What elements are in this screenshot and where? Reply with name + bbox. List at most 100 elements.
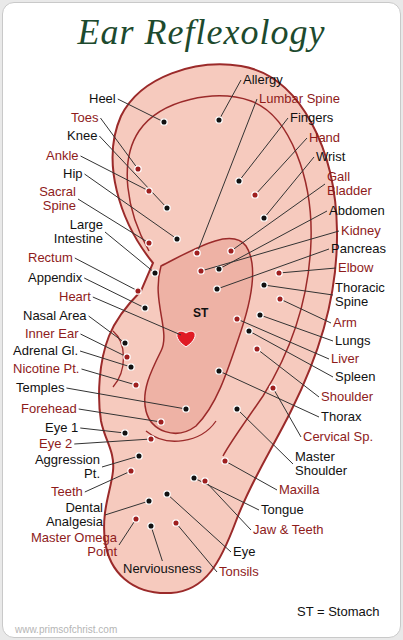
point-dot bbox=[254, 346, 260, 352]
point-dot bbox=[214, 286, 220, 292]
point-dot bbox=[135, 288, 141, 294]
point-label: Fingers bbox=[290, 111, 333, 125]
leader-line bbox=[260, 315, 333, 341]
point-dot bbox=[252, 192, 258, 198]
point-label: Eye 1 bbox=[45, 421, 78, 435]
watermark: www.primsofchrist.com bbox=[15, 623, 117, 637]
point-label: Nerviousness bbox=[123, 562, 202, 576]
point-dot bbox=[216, 368, 222, 374]
ear-outline bbox=[99, 64, 337, 593]
leader-line bbox=[194, 478, 259, 510]
leader-line bbox=[105, 501, 149, 515]
point-dot bbox=[234, 406, 240, 412]
leader-line bbox=[237, 319, 329, 359]
leader-line bbox=[118, 99, 164, 122]
point-dot bbox=[261, 282, 267, 288]
leader-line bbox=[102, 456, 139, 467]
point-dot bbox=[124, 354, 130, 360]
leader-line bbox=[84, 278, 145, 308]
point-dot bbox=[234, 316, 240, 322]
point-label: Master Shoulder bbox=[295, 450, 357, 478]
point-dot bbox=[136, 453, 142, 459]
point-dot bbox=[246, 328, 252, 334]
point-dot bbox=[261, 215, 267, 221]
point-label: Liver bbox=[331, 352, 359, 366]
point-dot bbox=[133, 382, 139, 388]
antitragus-line bbox=[146, 421, 216, 441]
leader-line bbox=[273, 388, 301, 437]
point-label: Teeth bbox=[51, 485, 83, 499]
point-label: Inner Ear bbox=[25, 327, 78, 341]
leader-line bbox=[74, 439, 151, 444]
point-dot bbox=[228, 248, 234, 254]
point-dot bbox=[135, 166, 141, 172]
point-dot bbox=[270, 385, 276, 391]
leader-line bbox=[79, 409, 161, 422]
point-label: Hand bbox=[309, 131, 340, 145]
leader-line bbox=[80, 351, 131, 367]
point-label: Tongue bbox=[261, 503, 304, 517]
point-label: Heart bbox=[59, 290, 91, 304]
point-label: Tonsils bbox=[219, 565, 259, 579]
point-label: Aggression Pt. bbox=[25, 453, 100, 481]
leader-line bbox=[119, 519, 136, 545]
point-label: Elbow bbox=[338, 261, 373, 275]
leader-line bbox=[81, 156, 149, 191]
point-dot bbox=[152, 270, 158, 276]
point-label: Kidney bbox=[341, 224, 381, 238]
leader-line bbox=[197, 99, 257, 253]
point-label: Gall Bladder bbox=[327, 170, 377, 198]
leader-line bbox=[219, 371, 319, 417]
point-label: Heel bbox=[89, 92, 116, 106]
leader-line bbox=[205, 481, 251, 530]
point-label: Rectum bbox=[28, 251, 73, 265]
point-dot bbox=[146, 240, 152, 246]
point-label: Pancreas bbox=[331, 242, 386, 256]
point-dot bbox=[133, 516, 139, 522]
leader-line bbox=[279, 268, 336, 273]
point-dot bbox=[164, 491, 170, 497]
point-dot bbox=[276, 270, 282, 276]
leader-line bbox=[151, 526, 162, 561]
leader-line bbox=[105, 232, 155, 273]
point-dot bbox=[202, 478, 208, 484]
point-label: Arm bbox=[333, 316, 357, 330]
point-label: Temples bbox=[16, 381, 64, 395]
leader-line bbox=[231, 184, 325, 251]
point-label: Spleen bbox=[335, 370, 375, 384]
point-label: Thoracic Spine bbox=[335, 281, 397, 309]
leader-line bbox=[255, 138, 307, 195]
point-label: Jaw & Teeth bbox=[253, 523, 324, 537]
leader-line bbox=[219, 211, 327, 269]
point-dot bbox=[128, 468, 134, 474]
leader-line bbox=[225, 461, 277, 490]
point-label: Wrist bbox=[316, 150, 345, 164]
point-dot bbox=[173, 520, 179, 526]
leader-line bbox=[89, 316, 125, 343]
point-label: Cervical Sp. bbox=[303, 430, 373, 444]
leader-line bbox=[167, 494, 231, 552]
heart-symbol bbox=[177, 331, 195, 347]
leader-line bbox=[249, 331, 333, 377]
leader-line bbox=[264, 157, 314, 218]
point-label: Eye 2 bbox=[39, 437, 72, 451]
point-dot bbox=[146, 188, 152, 194]
point-dot bbox=[198, 268, 204, 274]
point-dot bbox=[148, 523, 154, 529]
point-label: Thorax bbox=[321, 410, 361, 424]
point-dot bbox=[194, 250, 200, 256]
leader-line bbox=[80, 428, 125, 433]
leader-line bbox=[280, 299, 331, 323]
leader-line bbox=[219, 80, 241, 120]
point-dot bbox=[148, 436, 154, 442]
leader-line bbox=[201, 231, 339, 271]
leader-line bbox=[81, 369, 136, 385]
point-label: Appendix bbox=[28, 271, 82, 285]
point-dot bbox=[122, 340, 128, 346]
point-dot bbox=[128, 364, 134, 370]
leader-line bbox=[264, 285, 333, 295]
point-label: ST bbox=[193, 306, 208, 320]
point-dot bbox=[158, 419, 164, 425]
point-label: Ankle bbox=[46, 149, 79, 163]
